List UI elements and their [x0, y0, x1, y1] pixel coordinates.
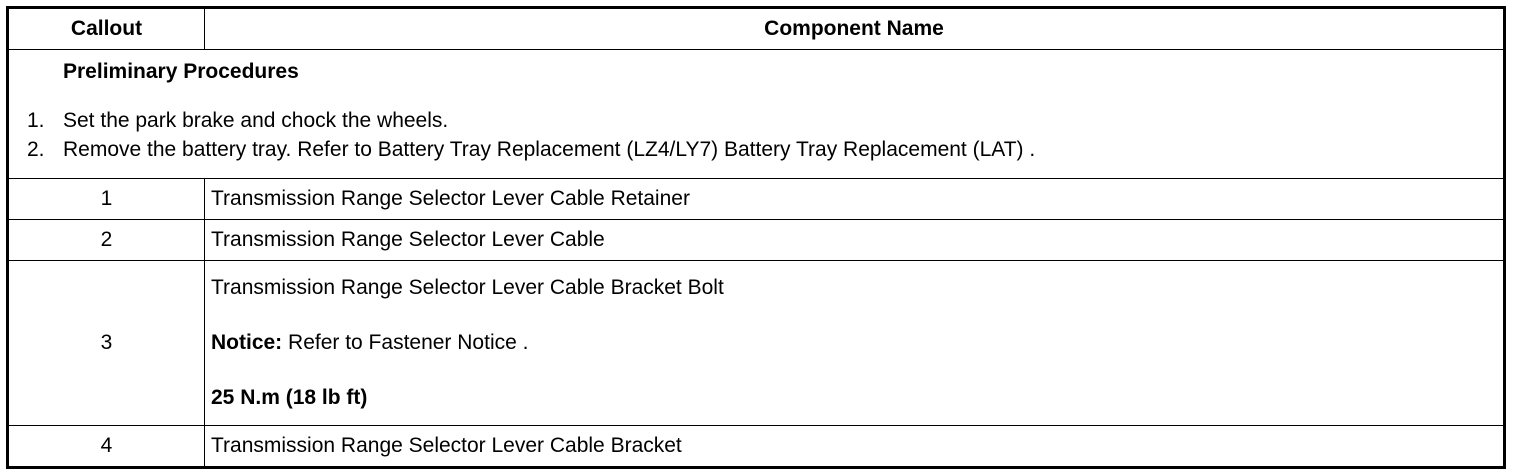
- table-row: 1 Transmission Range Selector Lever Cabl…: [7, 178, 1505, 220]
- table-row: 4 Transmission Range Selector Lever Cabl…: [7, 425, 1505, 468]
- notice-text: Refer to Fastener Notice .: [282, 331, 529, 354]
- component-name: Transmission Range Selector Lever Cable …: [211, 276, 724, 299]
- callout-cell: 2: [7, 219, 205, 261]
- preliminary-steps: 1. Set the park brake and chock the whee…: [9, 106, 1503, 164]
- step-text: Remove the battery tray. Refer to Batter…: [63, 138, 1036, 161]
- step-number: 2.: [27, 138, 45, 161]
- header-callout: Callout: [7, 7, 205, 50]
- component-name-cell: Transmission Range Selector Lever Cable …: [204, 260, 1505, 426]
- component-name-cell: Transmission Range Selector Lever Cable …: [204, 178, 1505, 220]
- step-number: 1.: [27, 109, 45, 132]
- callout-cell: 4: [7, 425, 205, 468]
- component-name-cell: Transmission Range Selector Lever Cable: [204, 219, 1505, 261]
- component-table: Callout Component Name Preliminary Proce…: [6, 6, 1506, 469]
- component-name-cell: Transmission Range Selector Lever Cable …: [204, 425, 1505, 468]
- header-row: Callout Component Name: [7, 7, 1505, 50]
- preliminary-step: 1. Set the park brake and chock the whee…: [9, 106, 1503, 135]
- preliminary-cell: Preliminary Procedures 1. Set the park b…: [7, 49, 1505, 179]
- step-text: Set the park brake and chock the wheels.: [63, 109, 449, 132]
- notice-label: Notice:: [211, 331, 283, 354]
- preliminary-row: Preliminary Procedures 1. Set the park b…: [7, 49, 1505, 179]
- table-row: 3 Transmission Range Selector Lever Cabl…: [7, 260, 1505, 426]
- callout-cell: 3: [7, 260, 205, 426]
- preliminary-title: Preliminary Procedures: [63, 60, 299, 83]
- component-detail-block: Transmission Range Selector Lever Cable …: [211, 276, 1503, 410]
- torque-spec: 25 N.m (18 lb ft): [211, 386, 368, 409]
- notice-line: Notice: Refer to Fastener Notice .: [211, 331, 1503, 355]
- header-component-name: Component Name: [204, 7, 1505, 50]
- preliminary-step: 2. Remove the battery tray. Refer to Bat…: [9, 135, 1503, 164]
- table-row: 2 Transmission Range Selector Lever Cabl…: [7, 219, 1505, 261]
- callout-cell: 1: [7, 178, 205, 220]
